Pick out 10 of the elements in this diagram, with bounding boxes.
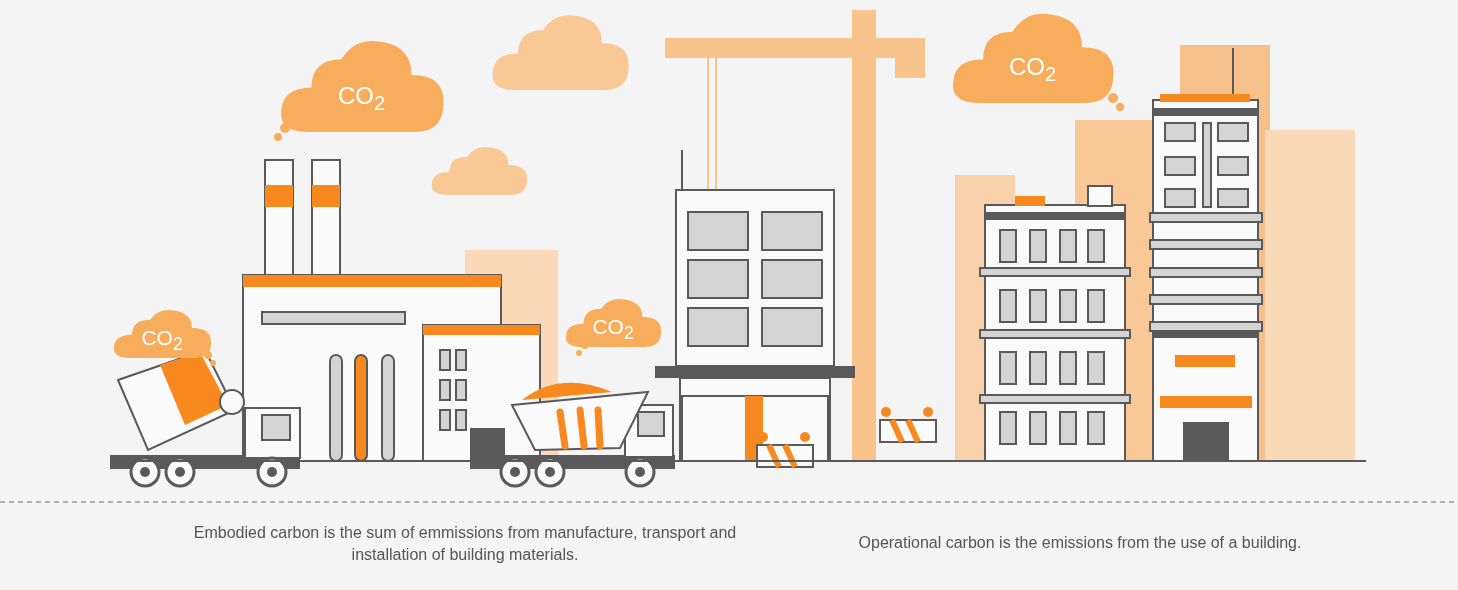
co2-label: CO$_{2}$ [591,315,635,345]
co2-label: CO$_{2}$ [140,326,184,356]
caption-text: Embodied carbon is the sum of emmissions from manufacture, transport and installation of building materials. [192,523,738,565]
cloud [564,297,662,347]
cloud [430,145,528,195]
caption-text: Operational carbon is the emissions from the use of a building. [857,533,1303,553]
co2-label: CO$_{2}$ [336,82,387,115]
cloud [112,308,212,358]
co2-label: CO$_{2}$ [1007,53,1058,86]
cloud [490,12,630,90]
